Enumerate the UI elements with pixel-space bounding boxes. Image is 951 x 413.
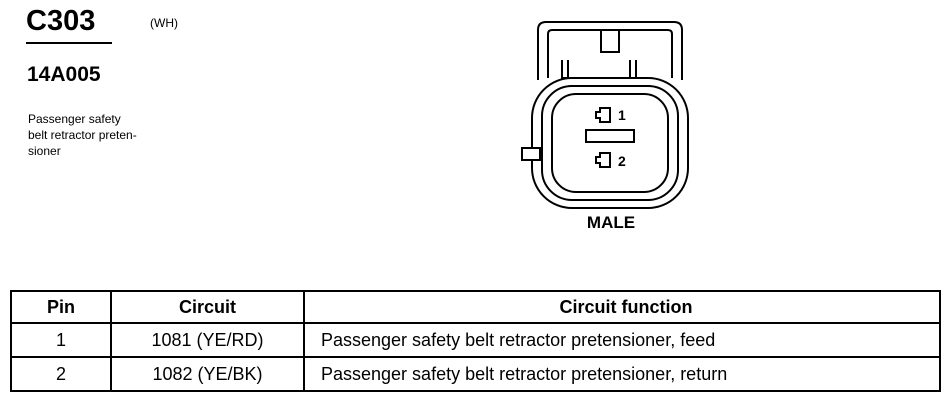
locking-tab-outer xyxy=(537,21,683,80)
connector-gender-label: MALE xyxy=(586,213,636,232)
connector-cavity xyxy=(551,93,669,193)
post-left xyxy=(561,60,569,79)
latch-notch xyxy=(600,30,620,53)
part-number: 14A005 xyxy=(27,63,101,86)
center-bar xyxy=(585,129,635,143)
pin-label-1: 1 xyxy=(618,107,626,123)
column-header-circuit: Circuit xyxy=(110,290,305,324)
column-header-pin: Pin xyxy=(10,290,112,324)
pin-label-2: 2 xyxy=(618,153,626,169)
terminal-2 xyxy=(595,152,611,168)
connector-body-outer xyxy=(531,77,689,209)
connector-color-code: (WH) xyxy=(150,16,178,30)
table-header-row: Pin Circuit Circuit function xyxy=(10,290,941,324)
cell-circuit: 1081 (YE/RD) xyxy=(110,322,305,358)
table-row: 1 1081 (YE/RD) Passenger safety belt ret… xyxy=(10,322,941,358)
connector-body-inner xyxy=(541,85,679,201)
component-description: Passenger safety belt retractor preten- … xyxy=(28,111,203,159)
pin-table: Pin Circuit Circuit function 1 1081 (YE/… xyxy=(10,290,941,392)
connector-id-underline xyxy=(26,42,112,44)
description-line: Passenger safety xyxy=(28,112,121,126)
cell-circuit-function: Passenger safety belt retractor pretensi… xyxy=(303,356,941,392)
description-line: sioner xyxy=(28,144,61,158)
locking-tab-inner xyxy=(547,29,673,78)
cell-pin: 1 xyxy=(10,322,112,358)
column-header-circuit-function: Circuit function xyxy=(303,290,941,324)
cell-circuit-function: Passenger safety belt retractor pretensi… xyxy=(303,322,941,358)
table-row: 2 1082 (YE/BK) Passenger safety belt ret… xyxy=(10,356,941,392)
connector-id: C303 xyxy=(26,5,96,37)
side-key xyxy=(521,147,541,161)
post-right xyxy=(629,60,637,79)
description-line: belt retractor preten- xyxy=(28,128,137,142)
connector-face-diagram: 1 2 xyxy=(521,21,689,209)
cell-circuit: 1082 (YE/BK) xyxy=(110,356,305,392)
cell-pin: 2 xyxy=(10,356,112,392)
terminal-1 xyxy=(595,107,611,123)
